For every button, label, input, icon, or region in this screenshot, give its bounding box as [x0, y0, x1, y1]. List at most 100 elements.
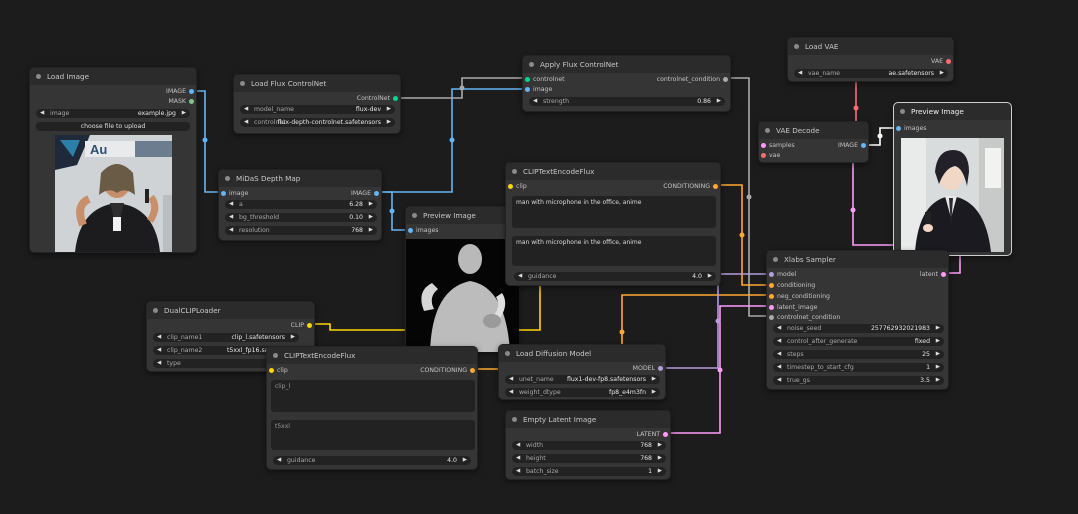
input-samples[interactable]: samples — [759, 141, 795, 150]
output-model[interactable]: MODEL — [633, 364, 665, 373]
input-dot-icon[interactable] — [769, 315, 774, 320]
textarea-t5xxl[interactable]: t5xxl — [271, 420, 475, 450]
output-dot-icon[interactable] — [946, 59, 951, 64]
node-title[interactable]: Preview Image — [894, 103, 1011, 120]
arrow-right-icon[interactable]: ▶ — [368, 214, 373, 220]
node-title[interactable]: Load Flux ControlNet — [234, 75, 400, 92]
output-dot-icon[interactable] — [658, 366, 663, 371]
node-title[interactable]: Empty Latent Image — [506, 411, 670, 428]
arrow-right-icon[interactable]: ▶ — [657, 455, 662, 461]
textarea-clip-l[interactable]: clip_l — [271, 380, 475, 412]
arrow-left-icon[interactable]: ◀ — [157, 360, 162, 366]
output-mask[interactable]: MASK — [168, 97, 196, 106]
input-controlnet-condition[interactable]: controlnet_condition — [767, 313, 840, 322]
arrow-left-icon[interactable]: ◀ — [244, 106, 249, 112]
node-title[interactable]: Load Image — [30, 68, 196, 85]
output-vae[interactable]: VAE — [931, 57, 953, 66]
node-xlabs-sampler[interactable]: Xlabs Sampler model conditioning neg_con… — [766, 250, 949, 390]
input-dot-icon[interactable] — [761, 143, 766, 148]
input-dot-icon[interactable] — [269, 368, 274, 373]
output-controlnet[interactable]: ControlNet — [357, 94, 400, 103]
arrow-right-icon[interactable]: ▶ — [181, 110, 186, 116]
arrow-right-icon[interactable]: ▶ — [935, 338, 940, 344]
output-dot-icon[interactable] — [663, 432, 668, 437]
arrow-right-icon[interactable]: ▶ — [657, 468, 662, 474]
input-dot-icon[interactable] — [769, 294, 774, 299]
input-conditioning[interactable]: conditioning — [767, 281, 815, 290]
arrow-left-icon[interactable]: ◀ — [777, 325, 782, 331]
input-vae[interactable]: vae — [759, 151, 780, 160]
input-latent-image[interactable]: latent_image — [767, 303, 817, 312]
node-preview-image-output[interactable]: Preview Image images — [893, 102, 1012, 256]
node-preview-image-depth[interactable]: Preview Image images — [405, 206, 519, 352]
arrow-right-icon[interactable]: ▶ — [935, 377, 940, 383]
node-title[interactable]: Load VAE — [788, 38, 953, 55]
collapse-dot-icon[interactable] — [765, 128, 770, 133]
collapse-dot-icon[interactable] — [900, 109, 905, 114]
arrow-right-icon[interactable]: ▶ — [462, 457, 467, 463]
arrow-right-icon[interactable]: ▶ — [716, 98, 721, 104]
collapse-dot-icon[interactable] — [412, 213, 417, 218]
collapse-dot-icon[interactable] — [512, 417, 517, 422]
output-dot-icon[interactable] — [189, 89, 194, 94]
node-title[interactable]: CLIPTextEncodeFlux — [267, 347, 477, 364]
output-latent[interactable]: LATENT — [637, 430, 670, 439]
output-clip[interactable]: CLIP — [291, 321, 314, 330]
input-dot-icon[interactable] — [769, 283, 774, 288]
output-dot-icon[interactable] — [941, 272, 946, 277]
arrow-left-icon[interactable]: ◀ — [509, 389, 514, 395]
input-dot-icon[interactable] — [761, 153, 766, 158]
collapse-dot-icon[interactable] — [773, 257, 778, 262]
node-title[interactable]: Load Diffusion Model — [499, 345, 665, 362]
arrow-left-icon[interactable]: ◀ — [244, 119, 249, 125]
arrow-right-icon[interactable]: ▶ — [386, 119, 391, 125]
node-title[interactable]: Preview Image — [406, 207, 517, 224]
arrow-right-icon[interactable]: ▶ — [368, 201, 373, 207]
input-images[interactable]: images — [406, 226, 439, 235]
input-images[interactable]: images — [894, 124, 927, 133]
arrow-left-icon[interactable]: ◀ — [157, 347, 162, 353]
collapse-dot-icon[interactable] — [225, 176, 230, 181]
output-dot-icon[interactable] — [861, 143, 866, 148]
arrow-left-icon[interactable]: ◀ — [229, 201, 234, 207]
arrow-left-icon[interactable]: ◀ — [777, 364, 782, 370]
input-model[interactable]: model — [767, 270, 796, 279]
arrow-right-icon[interactable]: ▶ — [657, 442, 662, 448]
collapse-dot-icon[interactable] — [529, 62, 534, 67]
input-image[interactable]: image — [523, 85, 552, 94]
output-dot-icon[interactable] — [393, 96, 398, 101]
node-clip-text-encode-negative[interactable]: CLIPTextEncodeFlux clip CONDITIONING cli… — [266, 346, 478, 470]
node-title[interactable]: CLIPTextEncodeFlux — [506, 163, 720, 180]
arrow-left-icon[interactable]: ◀ — [518, 273, 523, 279]
arrow-left-icon[interactable]: ◀ — [777, 338, 782, 344]
output-dot-icon[interactable] — [307, 323, 312, 328]
output-image[interactable]: IMAGE — [351, 189, 381, 198]
arrow-left-icon[interactable]: ◀ — [516, 468, 521, 474]
arrow-right-icon[interactable]: ▶ — [935, 325, 940, 331]
arrow-left-icon[interactable]: ◀ — [509, 376, 514, 382]
arrow-left-icon[interactable]: ◀ — [798, 70, 803, 76]
arrow-left-icon[interactable]: ◀ — [516, 442, 521, 448]
input-dot-icon[interactable] — [896, 126, 901, 131]
input-image[interactable]: image — [219, 189, 248, 198]
collapse-dot-icon[interactable] — [240, 81, 245, 86]
arrow-left-icon[interactable]: ◀ — [777, 377, 782, 383]
node-title[interactable]: Xlabs Sampler — [767, 251, 948, 268]
arrow-left-icon[interactable]: ◀ — [40, 110, 45, 116]
